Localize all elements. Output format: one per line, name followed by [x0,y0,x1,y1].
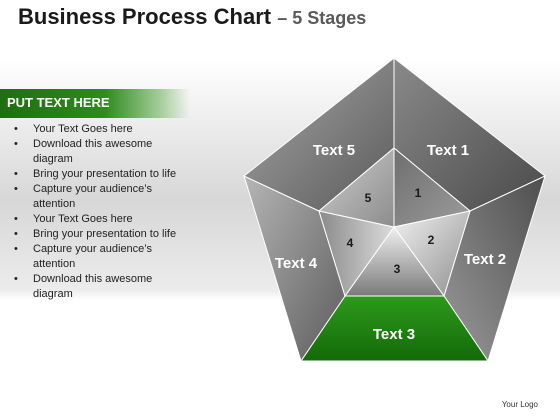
segment-2-label: Text 2 [464,251,506,268]
segment-5-inner [317,146,395,228]
bullet-item: Your Text Goes here [10,122,180,137]
bullet-item: Bring your presentation to life [10,227,180,242]
bullet-list: Your Text Goes here Download this awesom… [10,122,180,302]
segment-3-label: Text 3 [373,326,415,343]
segment-4-label: Text 4 [275,255,318,272]
segment-5-label: Text 5 [313,142,355,159]
logo-text: Your Logo [501,400,538,409]
sidebar-heading-band: PUT TEXT HERE [0,89,190,118]
bullet-item: Download this awesome diagram [10,272,180,302]
title-subtitle: – 5 Stages [277,8,367,28]
segment-4-number: 4 [347,236,354,250]
segment-1-number: 1 [415,186,422,200]
segment-3-number: 3 [394,262,401,276]
bullet-item: Capture your audience’s attention [10,242,180,272]
sidebar-heading: PUT TEXT HERE [7,95,110,110]
bullet-item: Download this awesome diagram [10,137,180,167]
segment-5-number: 5 [365,191,372,205]
page-title: Business Process Chart – 5 Stages [18,4,366,30]
bullet-item: Your Text Goes here [10,212,180,227]
bullet-item: Capture your audience’s attention [10,182,180,212]
title-main: Business Process Chart [18,4,272,29]
bullet-item: Bring your presentation to life [10,167,180,182]
segment-1-label: Text 1 [427,142,469,159]
segment-2-number: 2 [428,233,435,247]
